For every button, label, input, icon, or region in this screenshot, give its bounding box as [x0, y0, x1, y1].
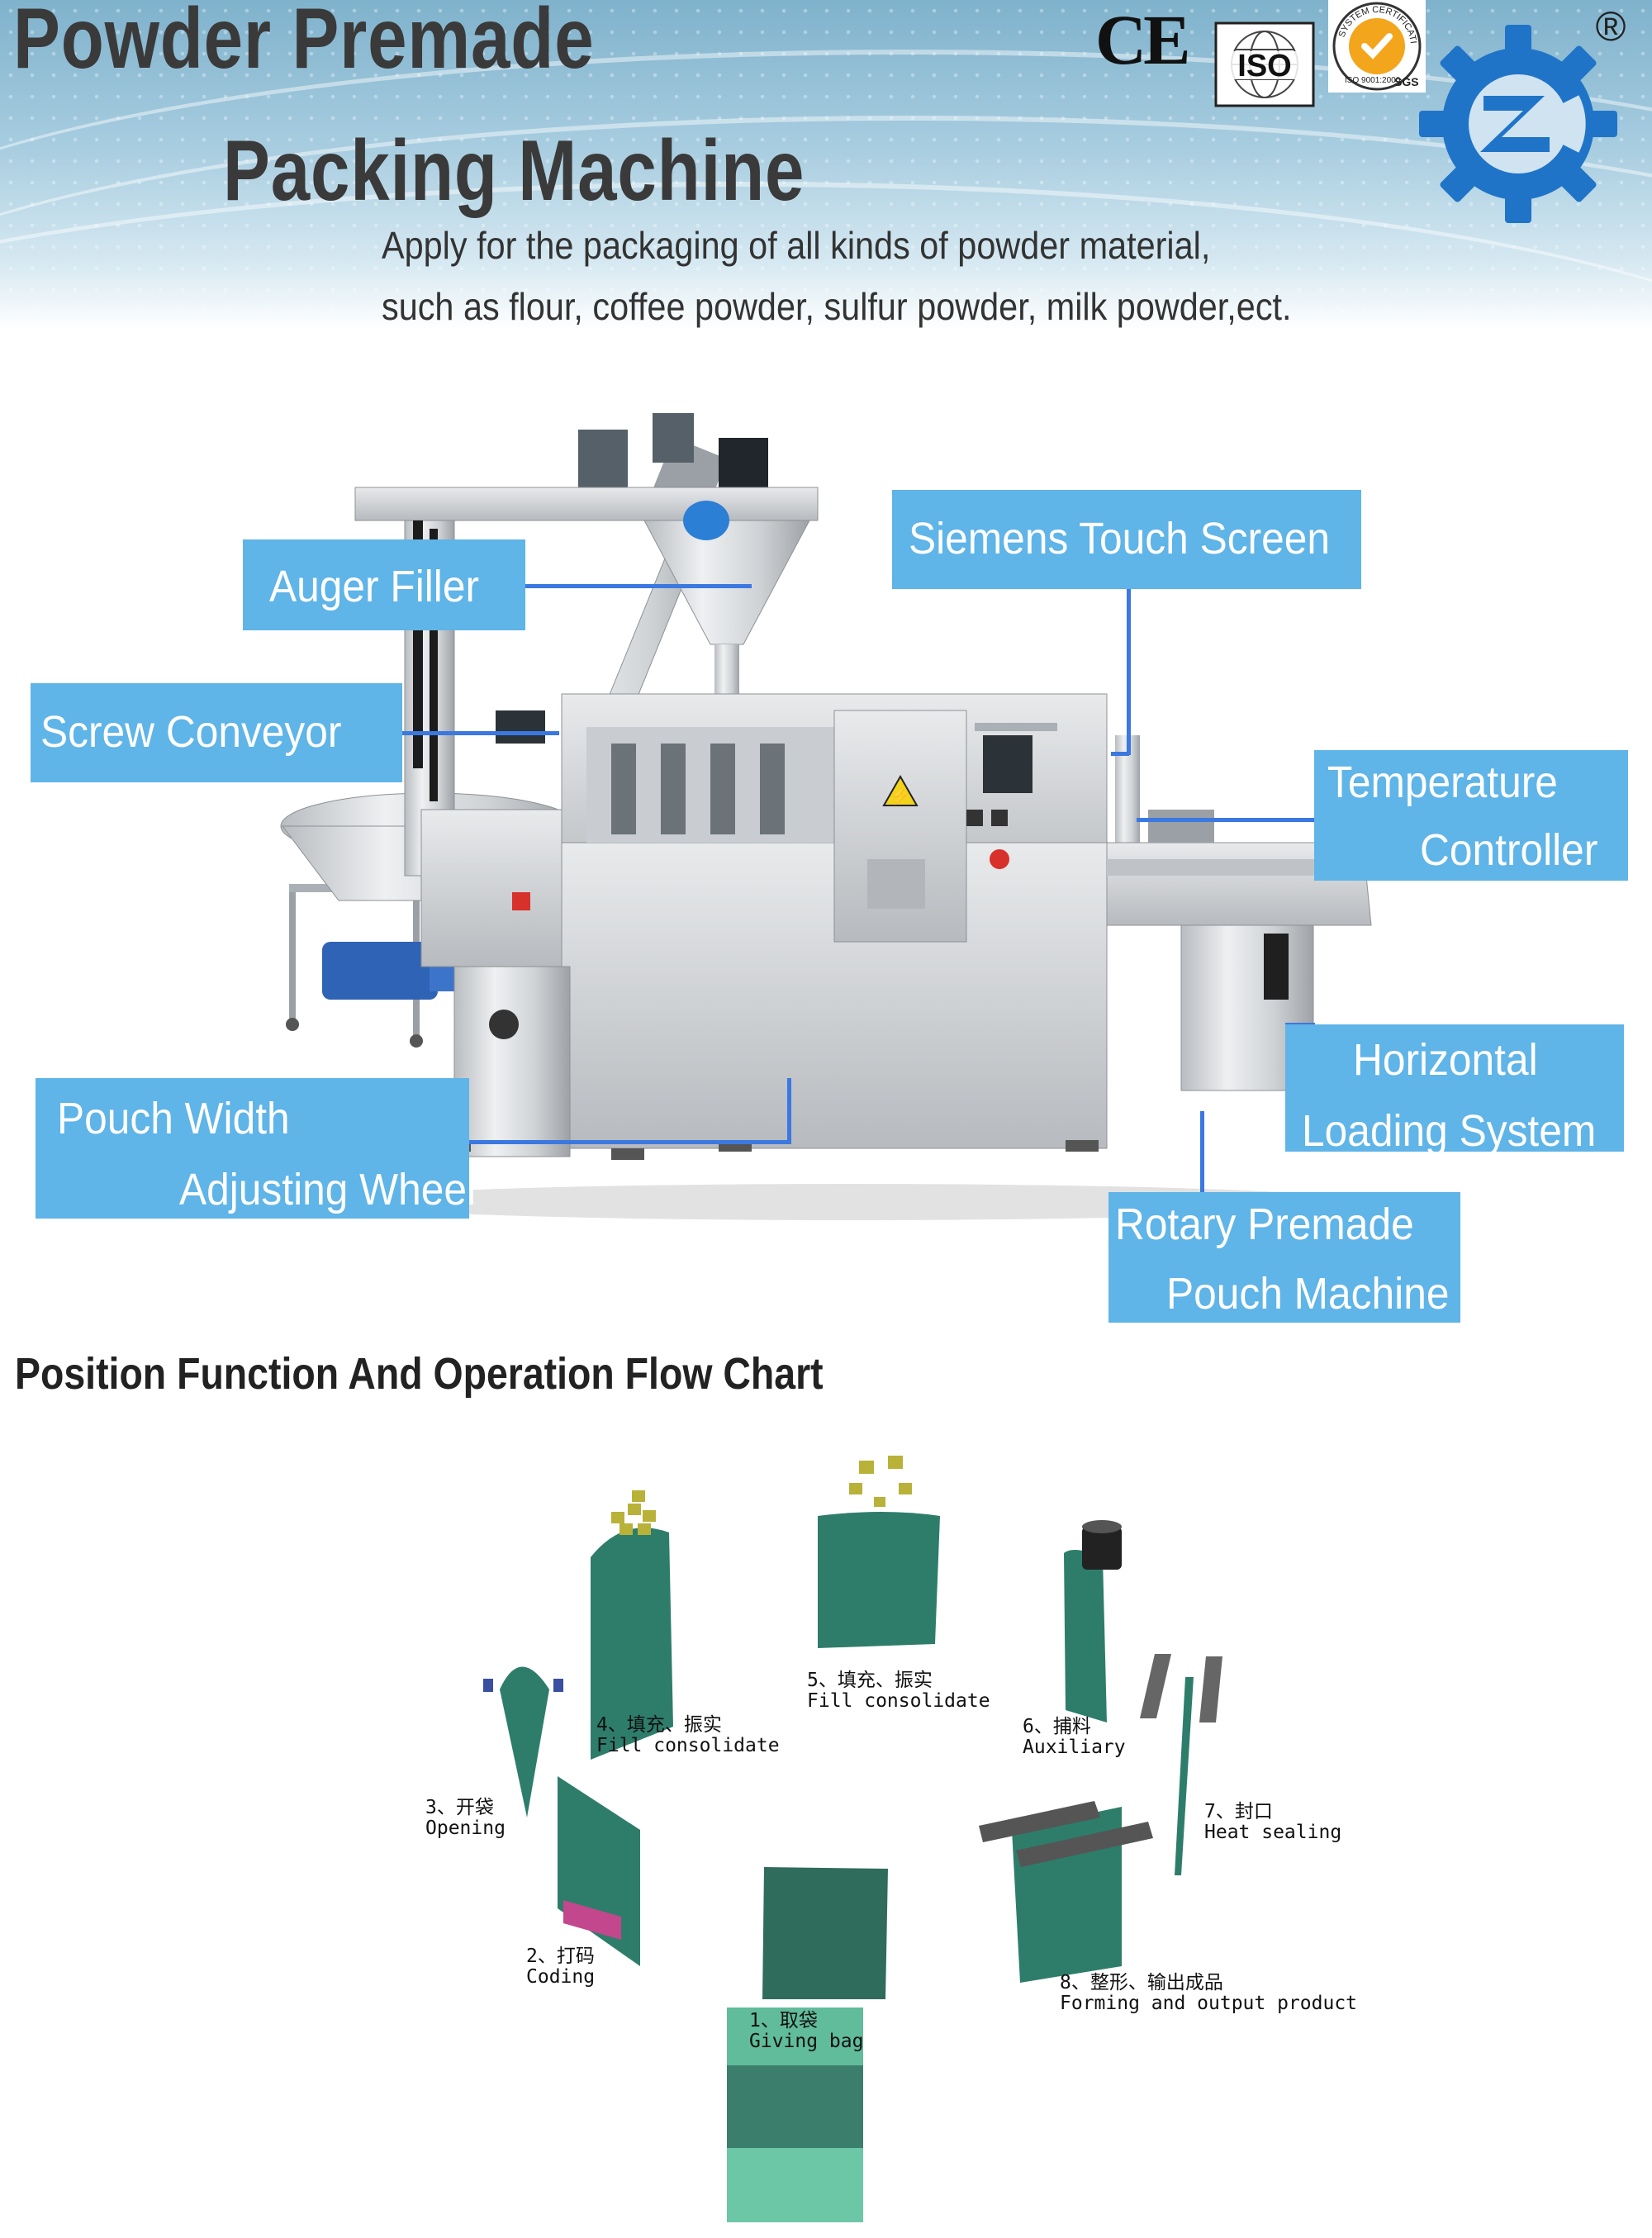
iso-text: ISO — [1237, 49, 1291, 83]
step-forming-shape — [979, 1801, 1153, 1983]
leader-siemens-h — [1111, 752, 1129, 756]
sgs-logo: SYSTEM CERTIFICATION ISO 9001:2000 SGS — [1328, 0, 1426, 93]
machine-illustration: ⚡ — [280, 413, 1372, 1220]
step-5-cn: 5、填充、振实 — [807, 1670, 933, 1691]
step-opening-shape — [483, 1666, 563, 1817]
step-8-en: Forming and output product — [1060, 1993, 1357, 2014]
step-2-en: Coding — [526, 1966, 595, 1988]
leader-screw-conveyor — [402, 731, 559, 735]
leader-temperature — [1137, 818, 1314, 822]
step-1-en: Giving bag — [749, 2031, 863, 2052]
step-3-cn: 3、开袋 — [425, 1797, 494, 1818]
step-8-cn: 8、整形、输出成品 — [1060, 1972, 1223, 1993]
sgs-text: SGS — [1394, 75, 1419, 88]
operation-flow-chart: 1、取袋 Giving bag 2、打码 Coding 3、开袋 Opening… — [425, 1456, 1357, 2222]
step-fill-1-shape — [591, 1490, 673, 1760]
step-giving-bag-shape — [727, 1867, 888, 2222]
step-heat-sealing-shape — [1175, 1677, 1194, 1875]
label-siemens-touch-screen: Siemens Touch Screen — [892, 490, 1361, 589]
step-3-en: Opening — [425, 1817, 506, 1839]
main-cabinet: ⚡ — [420, 693, 1108, 1160]
step-2-cn: 2、打码 — [526, 1946, 595, 1967]
step-7-cn: 7、封口 — [1204, 1801, 1273, 1822]
flow-chart-title: Position Function And Operation Flow Cha… — [15, 1349, 824, 1399]
leader-pouch-width-v — [787, 1078, 791, 1144]
step-5-en: Fill consolidate — [807, 1690, 990, 1712]
page-title-line1: Powder Premade — [13, 0, 595, 87]
step-auxiliary-shape — [1064, 1520, 1222, 1722]
iso-logo: ISO — [1214, 21, 1315, 107]
warning-sign-icon: ⚡ — [890, 786, 911, 805]
siemens-screen-shape — [983, 735, 1032, 793]
label-temperature-controller: Temperature Controller — [1314, 750, 1628, 881]
step-6-cn: 6、捕料 — [1023, 1716, 1091, 1737]
label-horizontal-loading: Horizontal Loading System — [1285, 1024, 1624, 1155]
leader-pouch-width-h — [469, 1140, 791, 1144]
step-7-en: Heat sealing — [1204, 1822, 1341, 1843]
leader-auger-filler — [525, 584, 752, 588]
registered-mark: ® — [1595, 3, 1626, 50]
step-fill-2-shape — [818, 1456, 940, 1648]
label-auger-filler: Auger Filler — [243, 539, 525, 630]
ce-logo: CE — [1095, 0, 1190, 79]
step-4-en: Fill consolidate — [596, 1735, 780, 1756]
subtitle-line2: such as flour, coffee powder, sulfur pow… — [382, 285, 1292, 328]
label-rotary-premade: Rotary Premade Pouch Machine — [1108, 1192, 1460, 1323]
touch-panel-small — [496, 710, 545, 744]
page-title-line2: Packing Machine — [223, 123, 805, 219]
label-screw-conveyor: Screw Conveyor — [31, 683, 402, 782]
step-coding-shape — [558, 1776, 640, 1966]
step-1-cn: 1、取袋 — [749, 2010, 818, 2031]
gear-logo-icon — [1419, 25, 1617, 223]
label-pouch-width: Pouch Width Adjusting Wheel — [36, 1078, 476, 1219]
step-4-cn: 4、填充、振实 — [596, 1714, 722, 1736]
step-6-en: Auxiliary — [1023, 1737, 1126, 1758]
subtitle-line1: Apply for the packaging of all kinds of … — [382, 224, 1211, 267]
leader-siemens-v — [1127, 588, 1131, 755]
leader-rotary — [1200, 1111, 1204, 1192]
sgs-iso-text: ISO 9001:2000 — [1345, 76, 1401, 85]
